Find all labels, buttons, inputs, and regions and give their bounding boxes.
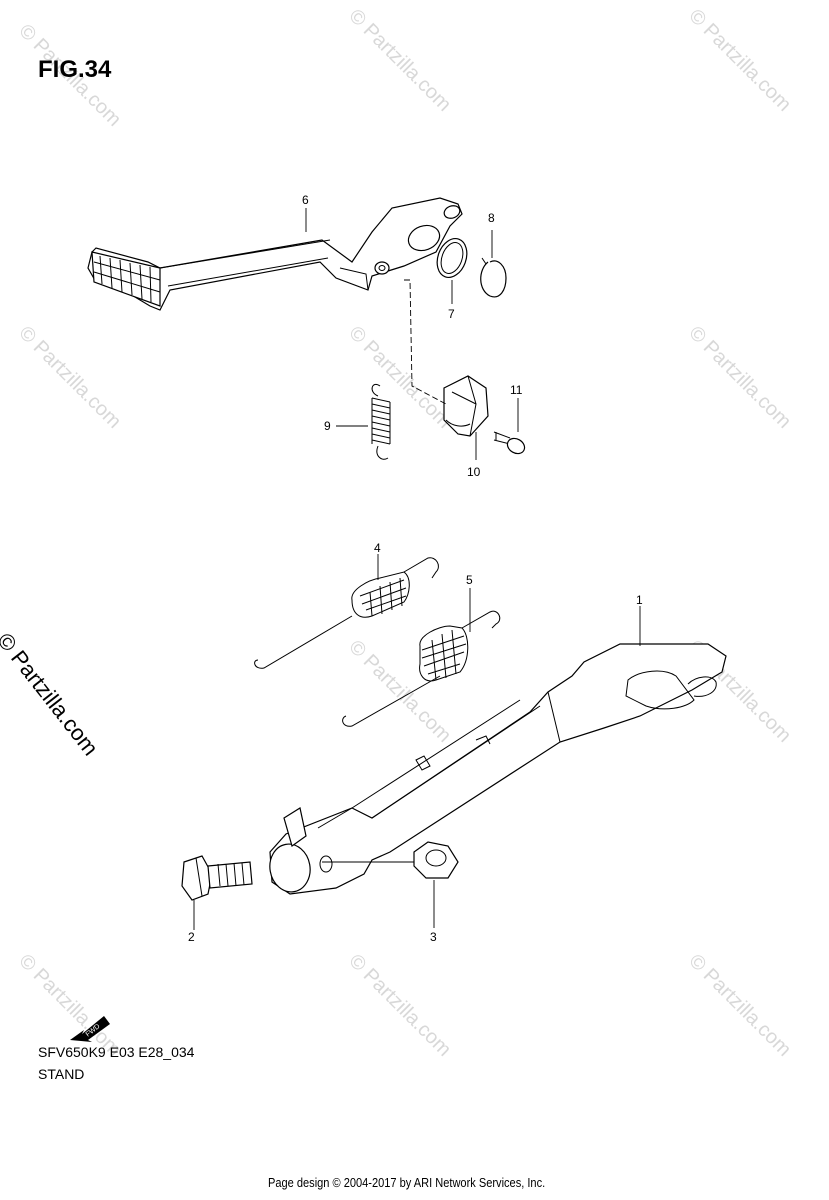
fwd-arrow-icon: FWD: [70, 1016, 110, 1042]
page-footer: Page design © 2004-2017 by ARI Network S…: [268, 1175, 546, 1190]
foot-peg: [91, 251, 161, 307]
callout-8: 8: [488, 211, 495, 225]
spring-part-4[interactable]: [254, 557, 439, 669]
spring-part-9[interactable]: [371, 383, 391, 460]
pivot-bolt-part-2[interactable]: [181, 855, 253, 901]
spring-part-5[interactable]: [342, 610, 501, 727]
circlip-part-8[interactable]: [480, 257, 507, 298]
lever-part-6[interactable]: [87, 197, 463, 311]
callout-5: 5: [466, 573, 473, 587]
bracket-part-10[interactable]: [443, 375, 489, 437]
side-stand-part-1[interactable]: [266, 643, 727, 895]
figure-title: FIG.34: [38, 56, 112, 83]
callout-2: 2: [188, 930, 195, 944]
diagram-name: STAND: [38, 1066, 85, 1082]
callout-1: 1: [636, 593, 643, 607]
callout-7: 7: [448, 307, 455, 321]
callout-9: 9: [324, 419, 331, 433]
callout-10: 10: [467, 465, 481, 479]
callout-6: 6: [302, 193, 309, 207]
nut-part-3[interactable]: [413, 841, 459, 879]
callout-3: 3: [430, 930, 437, 944]
diagram-code: SFV650K9 E03 E28_034: [38, 1044, 195, 1060]
callout-4: 4: [374, 541, 381, 555]
bolt-part-11[interactable]: [493, 431, 527, 457]
callout-11: 11: [510, 383, 523, 397]
washer-part-7[interactable]: [432, 234, 472, 281]
